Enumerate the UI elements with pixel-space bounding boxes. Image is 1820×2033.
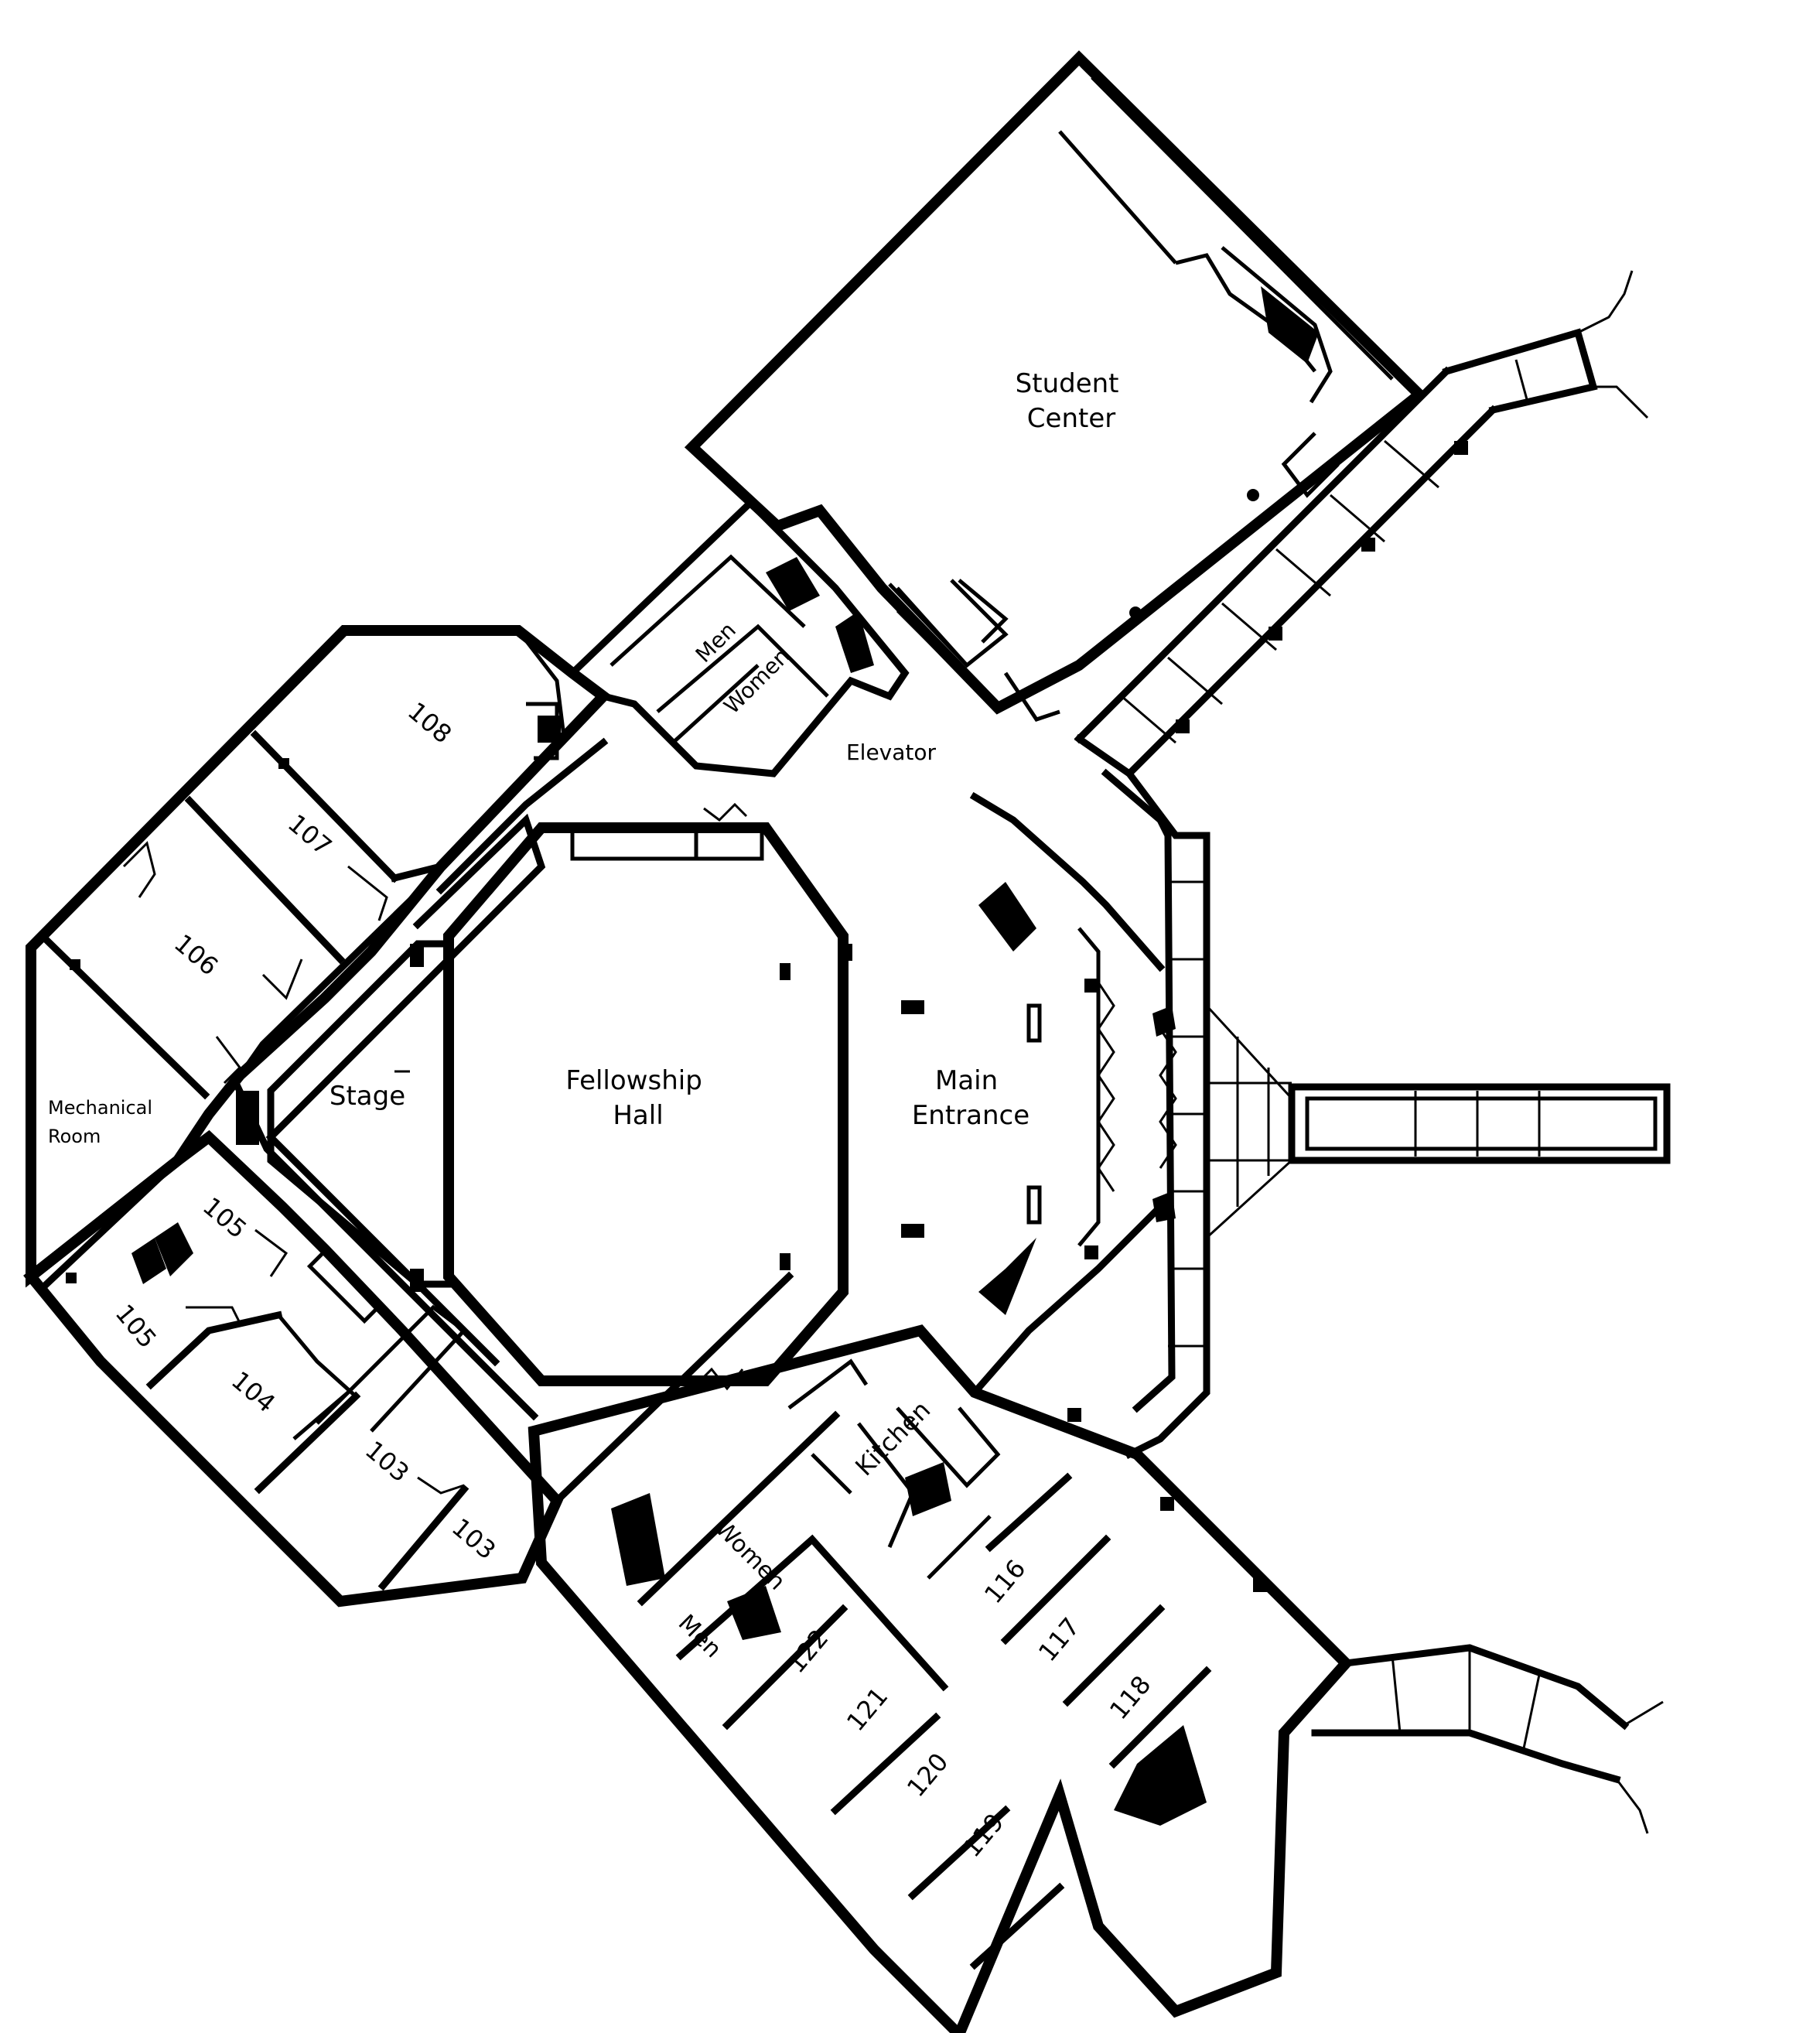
ne-walkway xyxy=(1442,270,1649,419)
room-118-label: 118 xyxy=(1104,1670,1156,1725)
room-117-label: 117 xyxy=(1033,1612,1085,1667)
room-103-upper-label: 103 xyxy=(360,1435,415,1488)
south-east-wing-walls xyxy=(528,1271,1354,2033)
main-entrance-walls xyxy=(901,791,1177,1398)
main-entrance-label: Main Entrance xyxy=(912,1065,1030,1131)
se-walkway xyxy=(1311,1644,1664,1834)
room-105-lower-label: 105 xyxy=(110,1299,162,1354)
room-108-label: 108 xyxy=(402,696,457,749)
east-entrance-walkway xyxy=(1288,1083,1671,1164)
student-center-walls xyxy=(684,50,1428,715)
fellowship-hall-label: Fellowship Hall xyxy=(565,1065,710,1131)
room-116-label: 116 xyxy=(978,1554,1031,1609)
room-120-label: 120 xyxy=(901,1748,954,1802)
women-south-label: Women xyxy=(709,1515,790,1596)
room-106-label: 106 xyxy=(169,928,224,981)
east-corridor-north xyxy=(1074,366,1498,779)
north-restroom-walls xyxy=(567,497,1060,777)
elevator-label: Elevator xyxy=(846,740,937,765)
women-north-label: Women xyxy=(719,643,794,719)
student-center-label: Student Center xyxy=(1016,368,1128,434)
sw-wing-walls xyxy=(23,1129,564,1608)
stage-label: Stage xyxy=(330,1081,405,1112)
room-122-label: 122 xyxy=(781,1624,834,1679)
room-107-label: 107 xyxy=(282,808,337,861)
room-104-label: 104 xyxy=(226,1365,281,1418)
mechanical-room-label: Mechanical Room xyxy=(48,1097,159,1147)
west-wing-walls xyxy=(26,625,612,1288)
room-121-label: 121 xyxy=(841,1682,893,1737)
men-north-label: Men xyxy=(691,617,741,668)
room-103-lower-label: 103 xyxy=(446,1512,501,1565)
fellowship-hall-walls xyxy=(267,802,852,1391)
room-105-upper-label: 105 xyxy=(197,1191,252,1244)
east-walkway-ring xyxy=(1074,733,1293,1460)
inner-corridor-west xyxy=(231,737,609,1421)
